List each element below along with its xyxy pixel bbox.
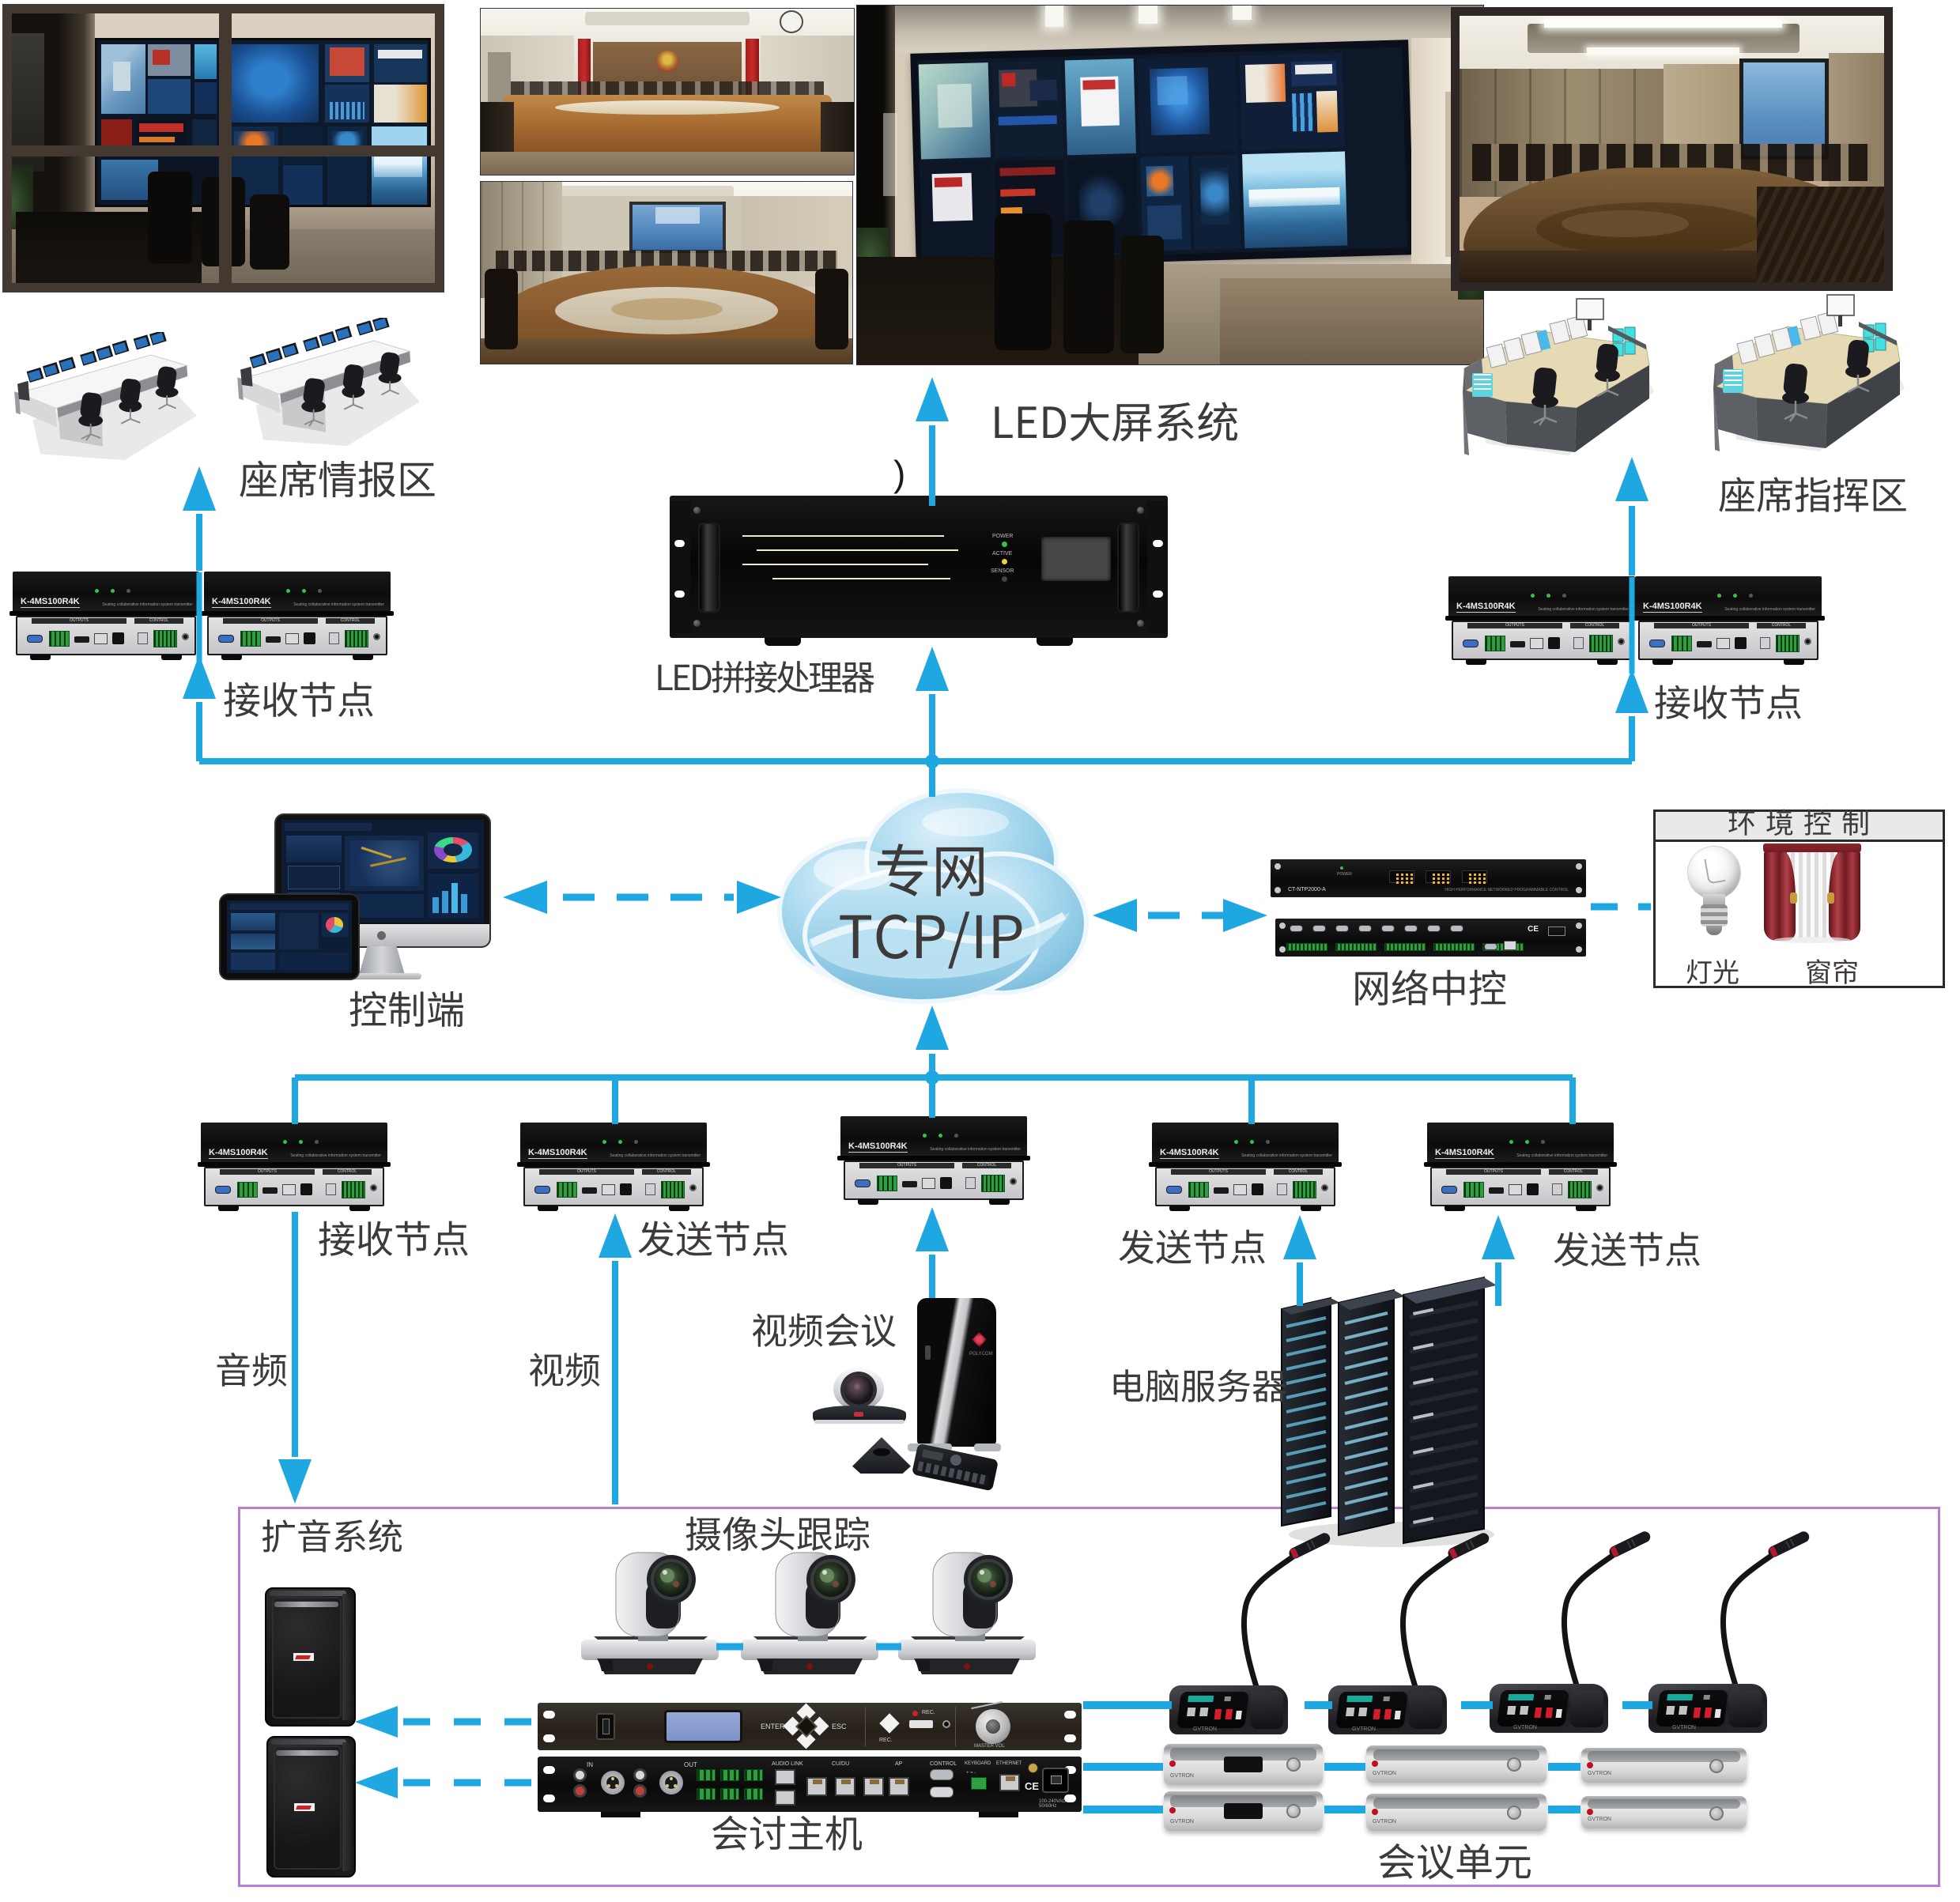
svg-text:): ): [893, 453, 905, 494]
